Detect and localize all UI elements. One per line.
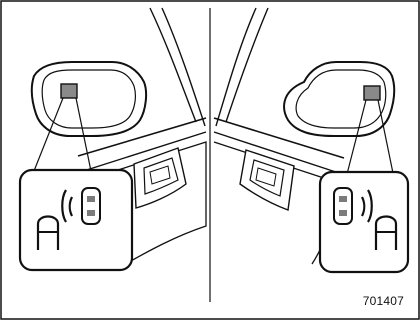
right-mirror-indicator xyxy=(364,86,380,100)
figure-code: 701407 xyxy=(363,294,404,308)
left-icon-vehicle-body xyxy=(82,188,100,224)
right-icon-vehicle-window-front xyxy=(339,196,347,202)
left-callout-box xyxy=(20,170,132,270)
left-mirror-indicator xyxy=(61,84,77,98)
right-icon-vehicle-window-rear xyxy=(339,210,347,216)
right-icon-vehicle-body xyxy=(334,188,352,224)
left-mirror-glass xyxy=(42,70,135,128)
left-icon-vehicle-window-front xyxy=(87,196,95,202)
left-icon-vehicle-window-rear xyxy=(87,210,95,216)
